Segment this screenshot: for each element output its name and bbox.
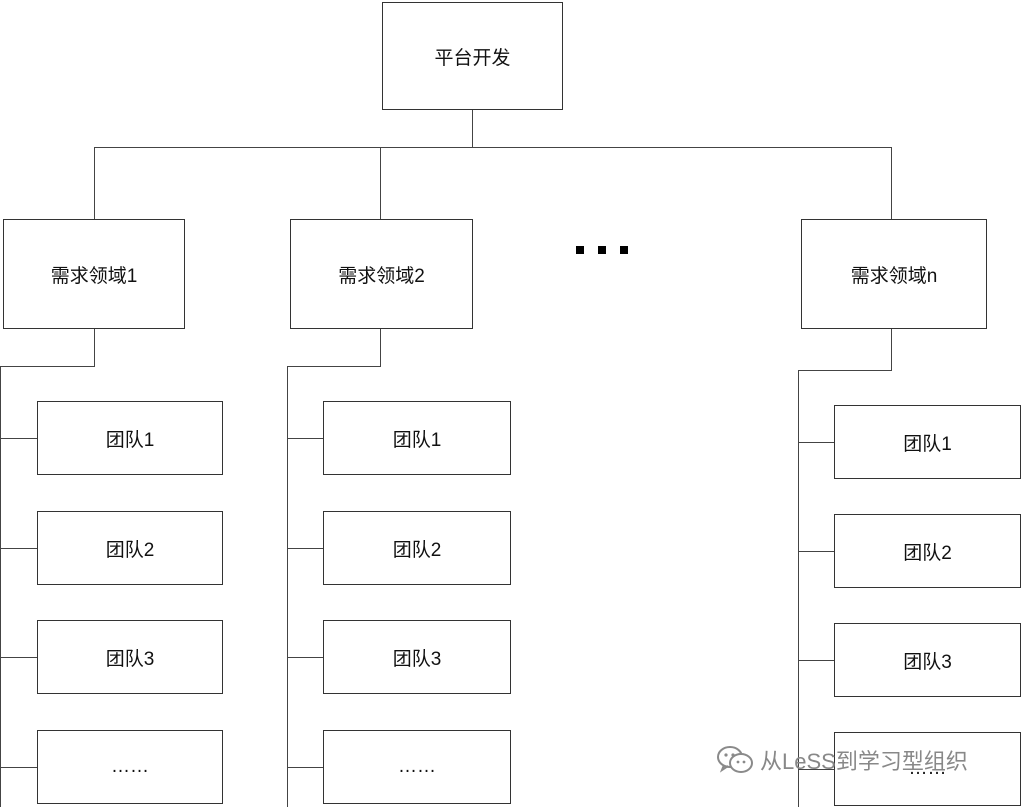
ellipsis-dot <box>576 246 584 254</box>
domain-label: 需求领域1 <box>50 265 138 287</box>
wechat-icon <box>717 746 753 773</box>
team-label: 团队2 <box>392 539 442 561</box>
connector-d2-down <box>380 328 381 367</box>
connector-d1-turn <box>0 366 95 367</box>
team-label: 团队3 <box>392 648 442 670</box>
team-node: 团队2 <box>37 511 223 585</box>
team-node: 团队2 <box>323 511 511 585</box>
team-node: …… <box>834 732 1021 806</box>
connector-dn-spine <box>798 370 799 807</box>
connector-domain-2 <box>380 147 381 220</box>
team-label: 团队3 <box>903 651 952 673</box>
team-node: 团队3 <box>834 623 1021 697</box>
connector-d2-team2 <box>287 548 324 549</box>
team-node: 团队1 <box>834 405 1021 479</box>
team-label: 团队2 <box>105 539 155 561</box>
ellipsis-dot <box>598 246 606 254</box>
team-node: 团队3 <box>323 620 511 694</box>
team-label: 团队1 <box>105 429 155 451</box>
connector-dn-turn <box>798 370 892 371</box>
team-node: …… <box>37 730 223 804</box>
connector-dn-team1 <box>798 442 835 443</box>
connector-d1-team3 <box>0 657 38 658</box>
connector-dn-team2 <box>798 551 835 552</box>
connector-d2-spine <box>287 366 288 807</box>
domain-label: 需求领域2 <box>338 265 425 287</box>
domain-node-1: 需求领域1 <box>3 219 185 329</box>
domain-node-2: 需求领域2 <box>290 219 473 329</box>
connector-domain-1 <box>94 147 95 220</box>
root-node: 平台开发 <box>382 2 563 110</box>
connector-d2-team1 <box>287 438 324 439</box>
domain-label: 需求领域n <box>850 265 938 287</box>
connector-d1-team2 <box>0 548 38 549</box>
connector-domain-bus <box>94 147 891 148</box>
connector-d2-team3 <box>287 657 324 658</box>
team-node: 团队1 <box>323 401 511 475</box>
connector-d1-team4 <box>0 767 38 768</box>
watermark-text: 从LeSS到学习型组织 <box>760 749 968 774</box>
connector-d1-down <box>94 328 95 367</box>
connector-d2-team4 <box>287 767 324 768</box>
domain-node-n: 需求领域n <box>801 219 987 329</box>
connector-dn-down <box>891 328 892 371</box>
root-label: 平台开发 <box>434 47 511 69</box>
team-label: …… <box>111 756 149 777</box>
connector-d1-team1 <box>0 438 38 439</box>
connector-dn-team3 <box>798 660 835 661</box>
connector-root-down <box>472 110 473 148</box>
team-label: 团队1 <box>392 429 442 451</box>
team-label: 团队2 <box>903 542 952 564</box>
connector-dn-team4 <box>798 769 835 770</box>
team-node: 团队2 <box>834 514 1021 588</box>
connector-d2-turn <box>287 366 381 367</box>
team-node: …… <box>323 730 511 804</box>
watermark: 从LeSS到学习型组织 <box>716 744 968 776</box>
team-label: 团队1 <box>903 433 952 455</box>
connector-domain-n <box>891 147 892 220</box>
team-node: 团队3 <box>37 620 223 694</box>
team-label: …… <box>908 758 947 779</box>
team-label: 团队3 <box>105 648 155 670</box>
ellipsis-dot <box>620 246 628 254</box>
connector-d1-spine <box>0 366 1 807</box>
team-node: 团队1 <box>37 401 223 475</box>
more-domains-ellipsis <box>576 246 632 254</box>
team-label: …… <box>398 756 436 777</box>
